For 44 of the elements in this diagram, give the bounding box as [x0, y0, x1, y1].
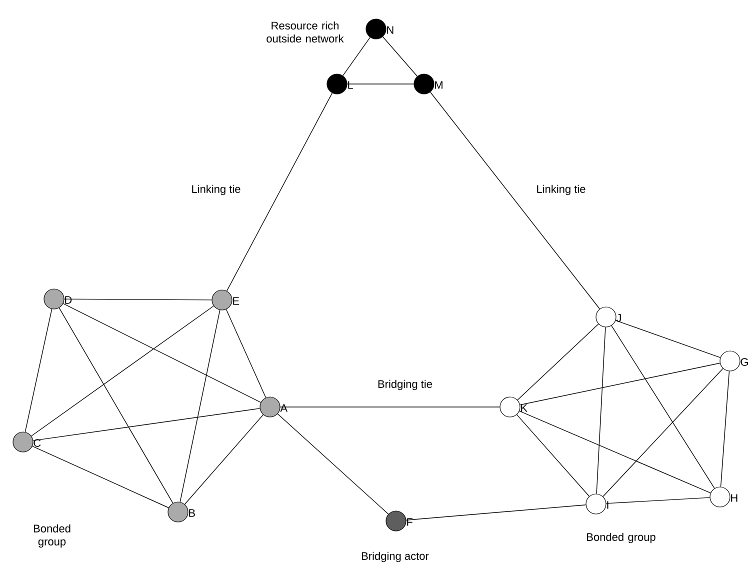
edge-label: Linking tie	[535, 184, 587, 196]
node-letter: E	[233, 297, 240, 305]
tie-line	[615, 320, 721, 358]
node-letter: G	[740, 358, 748, 366]
node-letter: N	[387, 26, 394, 34]
node-letter: B	[189, 509, 195, 517]
node-caption: Bridging actor	[362, 552, 429, 562]
group-label: Resource rich outside network	[266, 21, 344, 43]
node-letter: F	[407, 518, 412, 526]
tie-line	[602, 368, 724, 497]
node-letter: M	[435, 81, 442, 89]
node-letter: H	[731, 494, 738, 502]
tie-line	[226, 309, 266, 398]
tie-line	[64, 298, 212, 300]
tie-line	[32, 446, 169, 508]
tie-line	[24, 308, 52, 432]
node-letter: J	[616, 314, 621, 322]
tie-line	[277, 414, 389, 514]
tie-line	[517, 324, 599, 400]
tie-line	[520, 362, 720, 406]
tie-line	[382, 36, 418, 77]
group-label: Bonded group	[34, 524, 70, 548]
group-label: Bonded group	[587, 532, 656, 544]
tie-line	[280, 406, 500, 408]
tie-line	[606, 497, 710, 504]
tie-line	[32, 408, 260, 441]
tie-line	[611, 325, 715, 489]
tie-line	[226, 92, 333, 292]
tie-line	[430, 92, 600, 310]
node-letter: K	[521, 404, 528, 412]
tie-line	[180, 310, 220, 502]
edge-label: Linking tie	[190, 184, 242, 196]
edge-label: Bridging tie	[376, 378, 434, 392]
tie-line	[596, 326, 606, 494]
tie-line	[31, 306, 214, 436]
tie-line	[720, 370, 730, 488]
tie-line	[519, 410, 711, 494]
node-letter: I	[607, 501, 608, 509]
tie-line	[516, 414, 590, 497]
tie-line	[184, 414, 264, 505]
tie-line	[62, 303, 262, 403]
tie-line	[58, 308, 174, 504]
tie-line	[406, 504, 586, 520]
tie-line	[342, 37, 370, 76]
